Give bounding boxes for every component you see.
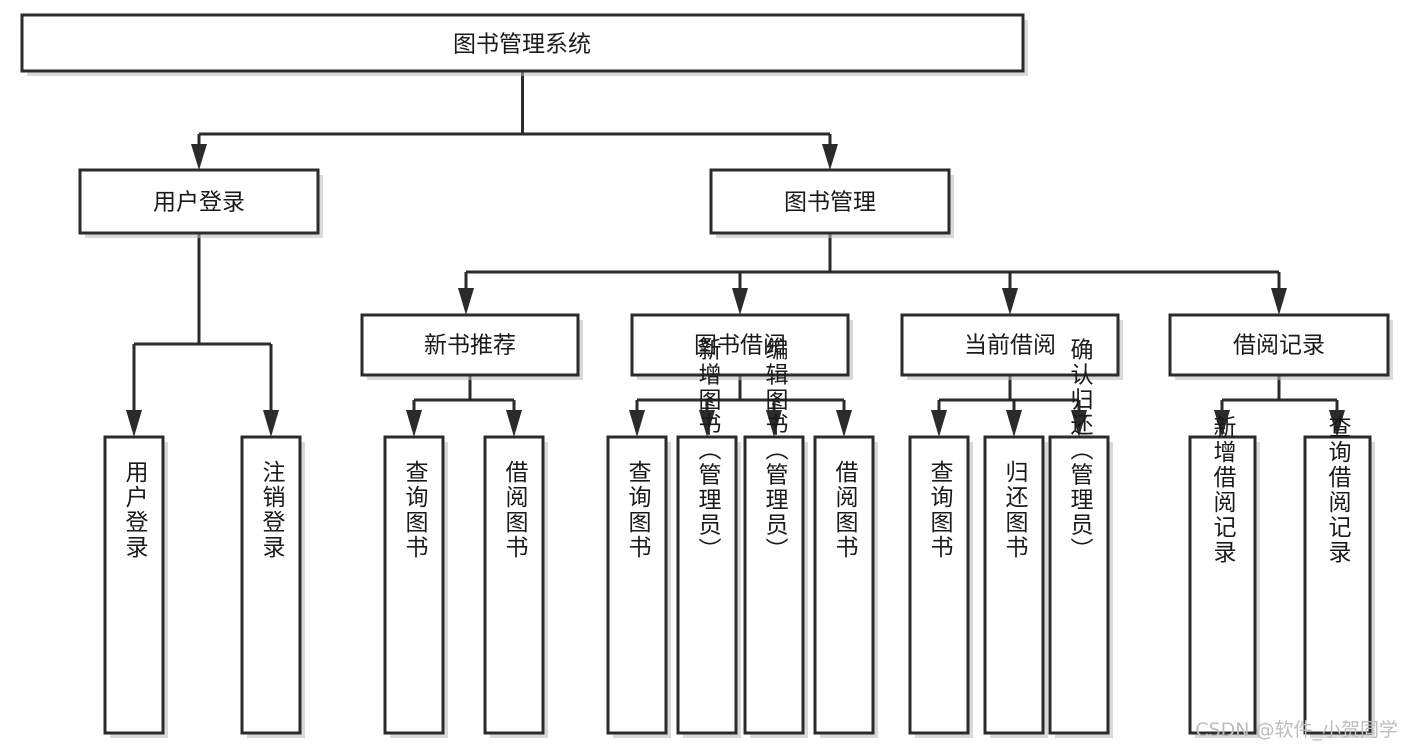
node-new-book-recommend[interactable]: 新书推荐 [360,313,583,380]
leaf-borrow-book-b-label: 借阅图书 [831,460,859,560]
leaf-borrow-book-new[interactable]: 借阅图书 [483,435,548,738]
node-borrow-record[interactable]: 借阅记录 [1168,313,1393,380]
arrow-to-leaf-borrow-book-new [506,410,522,437]
arrow-to-leaf-query-book-c [931,410,947,437]
arrow-to-leaf-edit-book [766,410,782,437]
leaf-add-book-label: 新增图书（管理员） [694,338,722,563]
leaf-edit-book-label: 编辑图书（管理员） [761,338,789,563]
leaf-confirm-return[interactable]: 确认归还（管理员） [1048,338,1113,739]
book-borrow-box[interactable] [630,313,850,377]
user-login-label: 用户登录 [153,190,245,216]
leaf-logout[interactable]: 注销登录 [240,435,305,738]
leaf-add-book-box[interactable] [676,435,738,735]
leaf-query-book-c-box[interactable] [908,435,970,735]
arrow-to-leaf-query-book-new [406,410,422,437]
leaf-borrow-book-new-label: 借阅图书 [501,460,529,560]
leaf-add-record-label: 新增借阅记录 [1209,415,1237,565]
csdn-watermark: CSDN @软件_小贺同学 [1195,719,1398,741]
leaf-user-login-label: 用户登录 [121,460,149,560]
leaf-add-record-box[interactable] [1188,435,1257,735]
node-current-borrow[interactable]: 当前借阅 [900,313,1123,380]
leaf-query-book-c-label: 查询图书 [926,460,954,560]
leaf-borrow-book-b-box[interactable] [813,435,875,735]
root-box[interactable] [20,13,1025,73]
arrow-to-borrow-record [1271,288,1287,315]
leaf-edit-book[interactable]: 编辑图书（管理员） [743,338,808,739]
connector-layer [126,71,1345,437]
leaf-query-record[interactable]: 查询借阅记录 [1303,415,1375,738]
book-manage-label: 图书管理 [784,190,876,216]
current-borrow-label: 当前借阅 [964,333,1056,359]
arrow-to-user-login [191,144,207,170]
leaf-borrow-book-b[interactable]: 借阅图书 [813,435,878,738]
book-manage-box[interactable] [709,168,951,235]
borrow-record-box[interactable] [1168,313,1390,377]
leaf-confirm-return-label: 确认归还（管理员） [1066,338,1094,563]
arrow-to-leaf-return-book [1006,410,1022,437]
arrow-to-leaf-user-login [126,410,142,437]
arrow-to-leaf-query-record [1329,410,1345,437]
leaf-query-book-b-label: 查询图书 [624,460,652,560]
leaf-query-book-new-label: 查询图书 [401,460,429,560]
root-label: 图书管理系统 [453,32,591,58]
arrow-to-new-book-recommend [458,288,474,315]
leaf-query-book-new[interactable]: 查询图书 [383,435,448,738]
arrow-to-book-borrow [732,288,748,315]
book-borrow-label: 图书借阅 [694,333,786,359]
leaf-confirm-return-box[interactable] [1048,435,1110,735]
arrow-to-leaf-add-book [699,410,715,437]
arrow-to-leaf-query-book-b [629,410,645,437]
leaf-borrow-book-new-box[interactable] [483,435,545,735]
leaf-logout-label: 注销登录 [258,460,286,560]
leaf-user-login-box[interactable] [103,435,165,735]
new-book-recommend-box[interactable] [360,313,580,377]
leaf-add-book[interactable]: 新增图书（管理员） [676,338,741,739]
leaf-query-book-b-box[interactable] [606,435,668,735]
leaf-return-book[interactable]: 归还图书 [983,435,1048,738]
leaf-query-record-label: 查询借阅记录 [1324,415,1352,565]
current-borrow-box[interactable] [900,313,1120,377]
leaf-return-book-label: 归还图书 [1001,460,1029,560]
leaf-logout-box[interactable] [240,435,302,735]
node-root[interactable]: 图书管理系统 [20,13,1028,76]
new-book-recommend-label: 新书推荐 [424,333,516,359]
arrow-to-leaf-add-record [1214,410,1230,437]
leaf-query-record-box[interactable] [1303,435,1372,735]
arrow-to-leaf-logout [263,410,279,437]
leaf-query-book-c[interactable]: 查询图书 [908,435,973,738]
user-login-box[interactable] [78,168,320,235]
leaf-user-login[interactable]: 用户登录 [103,435,168,738]
arrow-to-book-manage [822,144,838,170]
leaf-return-book-box[interactable] [983,435,1045,735]
node-book-manage[interactable]: 图书管理 [709,168,954,238]
borrow-record-label: 借阅记录 [1233,333,1325,359]
leaf-edit-book-box[interactable] [743,435,805,735]
leaf-query-book-new-box[interactable] [383,435,445,735]
leaf-add-record[interactable]: 新增借阅记录 [1188,415,1260,738]
node-book-borrow[interactable]: 图书借阅 [630,313,853,380]
node-user-login[interactable]: 用户登录 [78,168,323,238]
arrow-to-leaf-borrow-book-b [836,410,852,437]
arrow-to-leaf-confirm-return [1071,410,1087,437]
leaf-query-book-b[interactable]: 查询图书 [606,435,671,738]
arrow-to-current-borrow [1002,288,1018,315]
